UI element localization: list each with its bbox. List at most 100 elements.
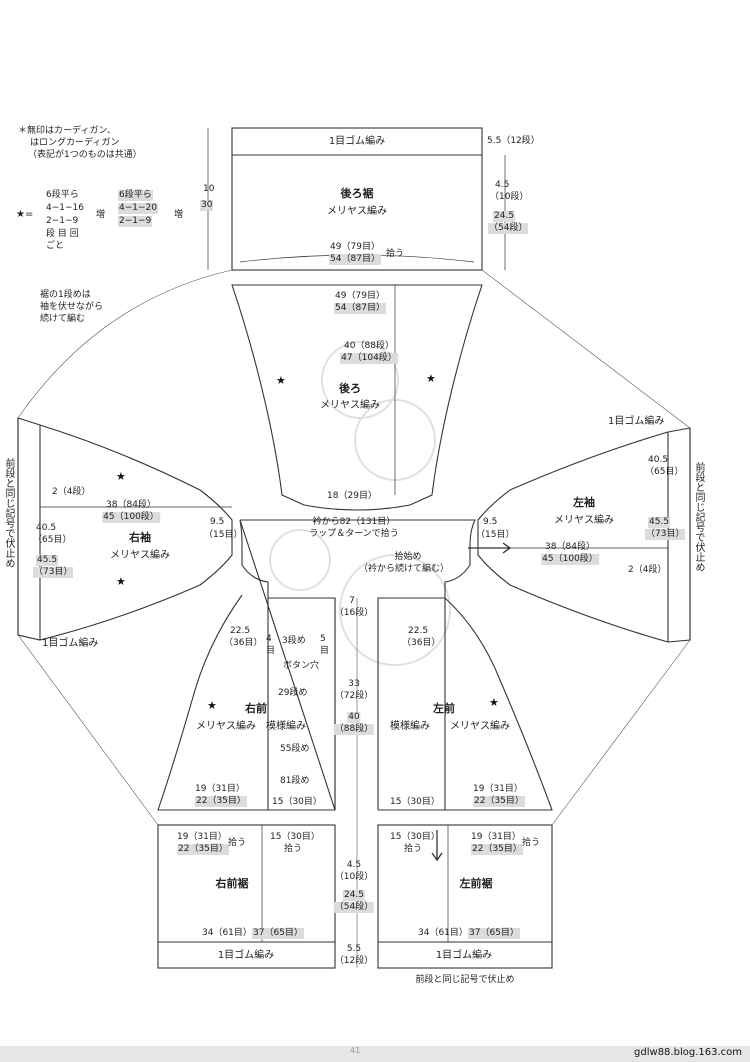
hem-note-3: 続けて編む: [40, 314, 86, 324]
back-hem-rib: 1目ゴム編み: [328, 136, 386, 147]
right-front-button: ボタン穴: [283, 661, 320, 671]
right-sleeve-title: 右袖: [129, 531, 151, 544]
right-front-stitch-1: メリヤス編み: [196, 721, 256, 732]
left-hem-title: 左前裾: [459, 877, 493, 890]
hem-center-a: 4.5: [346, 860, 362, 870]
right-front-r3: 3段め: [282, 636, 306, 646]
front-neck-a: 7: [349, 596, 355, 606]
right-hem-bottom-b: 37（65目）: [252, 928, 304, 939]
back-piece: [231, 284, 483, 511]
right-front-stitch-2: 模様編み: [266, 721, 306, 732]
back-hem-stitch: メリヤス編み: [327, 206, 387, 217]
increase-star-label: ★=: [16, 209, 34, 220]
hem-center-b: 24.5: [342, 890, 366, 901]
left-sleeve-w-b: 45.5: [648, 517, 671, 528]
back-width-b: 54（87目）: [334, 303, 386, 314]
back-hem-rib-height: 5.5（12段）: [487, 136, 540, 146]
right-sleeve-top-b: （15目）: [204, 530, 243, 540]
right-front-r29: 29段め: [278, 688, 308, 698]
left-sleeve-title: 左袖: [573, 496, 595, 509]
right-hem-rib: 1目ゴム編み: [217, 950, 275, 961]
right-sleeve-w-b2: （73目）: [33, 567, 74, 578]
front-len-a: 33: [348, 679, 360, 689]
left-front-stitch-1: 模様編み: [390, 721, 430, 732]
right-hem-w1b: 22（35目）: [177, 844, 229, 855]
front-len-d: （88段）: [333, 724, 375, 735]
left-front-stitch-2: メリヤス編み: [450, 721, 510, 732]
hem-note-1: 裾の1段めは: [40, 290, 91, 300]
collar-pick-2: （衿から続けて編む）: [358, 564, 450, 574]
right-sleeve-len-b: 45（100段）: [102, 512, 160, 523]
left-sleeve-rows: 2（4段）: [628, 565, 667, 575]
back-len-a: 40（88段）: [344, 341, 394, 351]
front-neck-b: （16段）: [334, 608, 374, 618]
left-hem-pick-2: 拾う: [522, 838, 541, 848]
note-line-1: ＊無印はカーディガン、: [18, 126, 116, 136]
left-front-w1a: 19（31目）: [473, 784, 523, 794]
right-sleeve-top-a: 9.5: [210, 517, 225, 527]
right-front-c5b: 目: [320, 646, 330, 656]
increase-legend-2: ごと: [46, 241, 65, 251]
increase-cardigan-3: 2−1−9: [46, 216, 79, 226]
increase-mark-2: 増: [174, 210, 184, 220]
left-front-shoulder-a: 22.5: [408, 626, 429, 636]
right-front-title: 右前: [245, 702, 267, 715]
right-front-r55: 55段め: [280, 744, 310, 754]
increase-long-2: 4−1−20: [118, 203, 158, 214]
back-hem-pickup: 拾う: [386, 249, 405, 259]
increase-legend-1: 段 目 回: [46, 229, 79, 239]
left-sleeve-w-a: 40.5: [648, 455, 669, 465]
right-sleeve-bindoff: 前段と同じ記号で伏止め: [3, 458, 14, 568]
right-hem-bottom-a: 34（61目）: [202, 928, 252, 938]
yoke-collar: [239, 519, 476, 811]
left-front-piece: [378, 597, 553, 811]
star-back-right-icon: ★: [426, 372, 436, 385]
left-sleeve-piece: [477, 427, 691, 643]
left-hem-rib: 1目ゴム編み: [435, 950, 493, 961]
left-sleeve-top-a: 9.5: [483, 517, 498, 527]
star-lfront-icon: ★: [489, 696, 499, 709]
right-sleeve-rib: 1目ゴム編み: [42, 638, 99, 649]
right-front-w2: 15（30目）: [272, 797, 322, 807]
right-front-r81: 81段め: [280, 776, 310, 786]
right-front-piece: [157, 594, 336, 811]
back-stitch: メリヤス編み: [320, 400, 380, 411]
back-hem-width-a: 49（79目）: [330, 242, 380, 252]
back-title: 後ろ: [339, 382, 361, 395]
left-sleeve-len-a: 38（84段）: [545, 542, 595, 552]
left-sleeve-stitch: メリヤス編み: [554, 515, 614, 526]
collar-pick-1: 拾始め: [394, 552, 422, 562]
right-sleeve-len-a: 38（84段）: [106, 500, 156, 510]
left-hem-w1b: 22（35目）: [471, 844, 523, 855]
back-hem-height-b: 30: [200, 200, 214, 211]
right-sleeve-piece: [17, 417, 233, 641]
star-rsleeve-bottom-icon: ★: [116, 575, 126, 588]
back-width-a: 49（79目）: [335, 291, 385, 301]
back-hem-title: 後ろ裾: [340, 187, 374, 200]
increase-long-3: 2−1−9: [118, 216, 153, 227]
left-sleeve-w-a2: （65目）: [645, 467, 684, 477]
right-sleeve-w-a: 40.5: [36, 523, 57, 533]
left-hem-w1a: 19（31目）: [471, 832, 521, 842]
back-hem-rows-b: 24.5: [493, 211, 516, 222]
back-hem-height-a: 10: [203, 184, 215, 194]
left-front-w2: 15（30目）: [390, 797, 440, 807]
blog-url: gdlw88.blog.163.com: [634, 1047, 742, 1058]
back-hem-rows-b2: （54段）: [488, 223, 529, 234]
left-sleeve-rib: 1目ゴム編み: [608, 416, 665, 427]
increase-cardigan-2: 4−1−16: [46, 203, 84, 213]
page-footer-bar: [0, 1046, 750, 1062]
right-hem-pick-1: 拾う: [228, 838, 247, 848]
right-hem-pick-2: 拾う: [284, 844, 303, 854]
right-hem-w1a: 19（31目）: [177, 832, 227, 842]
right-sleeve-rows: 2（4段）: [52, 487, 91, 497]
increase-cardigan-1: 6段平ら: [46, 190, 79, 200]
back-hem-rows-a: 4.5: [495, 180, 510, 190]
left-hem-bottom-b: 37（65目）: [468, 928, 520, 939]
increase-mark-1: 増: [96, 210, 106, 220]
collar-line-1: 衿から82（131目）: [312, 517, 396, 527]
star-back-left-icon: ★: [276, 374, 286, 387]
right-hem-w2: 15（30目）: [270, 832, 320, 842]
right-front-c4: 4: [266, 634, 272, 644]
right-sleeve-w-a2: （65目）: [33, 535, 72, 545]
